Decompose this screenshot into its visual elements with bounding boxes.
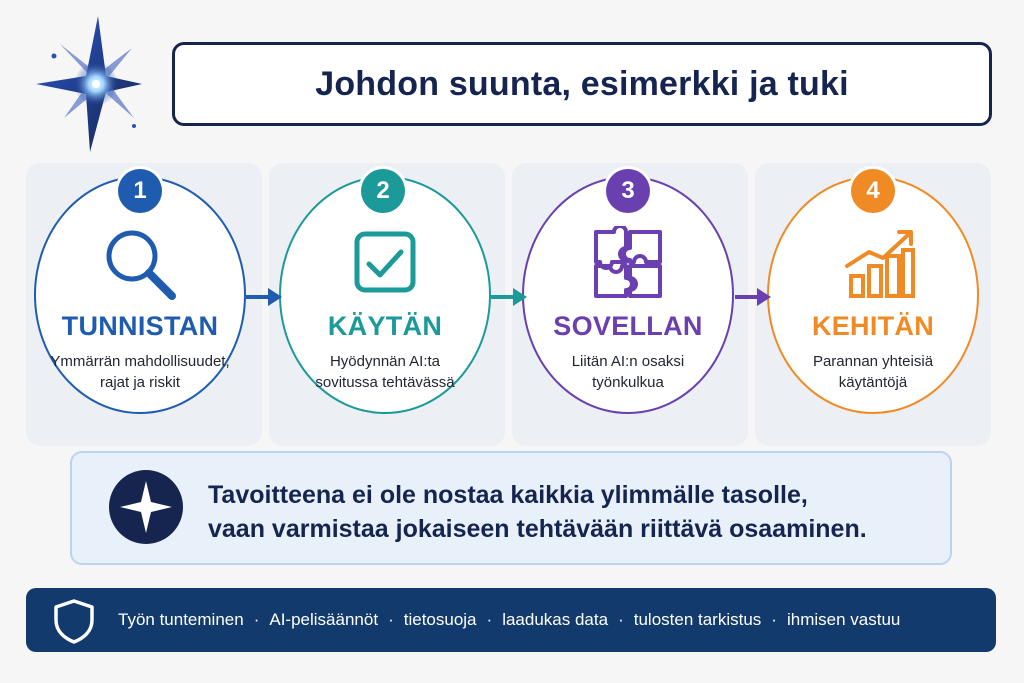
- footer-item: ihmisen vastuu: [786, 610, 901, 629]
- footer-item: tulosten tarkistus: [633, 610, 762, 629]
- page-title: Johdon suunta, esimerkki ja tuki: [315, 64, 849, 103]
- footer-separator: ·: [388, 610, 394, 629]
- step-heading-3: SOVELLAN: [553, 311, 703, 341]
- sparkle-icon: [109, 470, 183, 544]
- step-description-1-line2: rajat ja riskit: [99, 374, 181, 391]
- step-circle-1: [34, 176, 246, 414]
- goal-box: [70, 451, 952, 565]
- step-heading-4: KEHITÄN: [811, 311, 935, 341]
- footer-bar: [26, 588, 996, 652]
- goal-text-line1: Tavoitteena ei ole nostaa kaikkia ylimmä…: [208, 481, 808, 509]
- footer-separator: ·: [486, 610, 493, 629]
- footer-separator: ·: [618, 610, 624, 629]
- arrow-right-icon: [491, 288, 527, 306]
- sparkle-logo-icon: [36, 16, 142, 152]
- step-circle-2: [279, 176, 491, 414]
- step-description-4-line2: käytäntöjä: [838, 374, 908, 391]
- growth-chart-icon: [845, 230, 915, 298]
- step-number-badge-3: 3: [606, 169, 650, 213]
- step-number-badge-1: 1: [118, 169, 162, 213]
- step-description-4-line1: Parannan yhteisiä: [812, 353, 934, 370]
- step-number-badge-2: 2: [361, 169, 405, 213]
- arrow-right-icon: [246, 288, 282, 306]
- footer-separator: ·: [253, 610, 260, 629]
- step-description-1-line1: Ymmärrän mahdollisuudet,: [50, 353, 230, 370]
- step-description-2-line2: sovitussa tehtävässä: [315, 374, 455, 391]
- step-heading-1: TUNNISTAN: [61, 311, 219, 341]
- puzzle-icon: [594, 226, 662, 298]
- footer-separator: ·: [771, 610, 777, 629]
- checkbox-icon: [354, 231, 416, 293]
- footer-item: laadukas data: [502, 610, 609, 629]
- arrow-right-icon: [735, 288, 771, 306]
- magnifier-icon: [106, 230, 176, 300]
- footer-item: Työn tunteminen: [118, 610, 244, 629]
- shield-icon: [54, 599, 94, 644]
- footer-item: tietosuoja: [403, 610, 477, 629]
- step-number-badge-4: 4: [851, 169, 895, 213]
- footer-items: Työn tunteminen · AI-pelisäännöt · tieto…: [118, 588, 988, 652]
- step-description-3-line1: Liitän AI:n osaksi: [571, 353, 685, 370]
- title-box: Johdon suunta, esimerkki ja tuki: [172, 42, 992, 126]
- goal-text-line2: vaan varmistaa jokaiseen tehtävään riitt…: [208, 515, 867, 543]
- footer-item: AI-pelisäännöt: [269, 610, 379, 629]
- step-description-2-line1: Hyödynnän AI:ta: [329, 353, 441, 370]
- step-heading-2: KÄYTÄN: [327, 311, 443, 341]
- step-description-3-line2: työnkulkua: [592, 374, 664, 391]
